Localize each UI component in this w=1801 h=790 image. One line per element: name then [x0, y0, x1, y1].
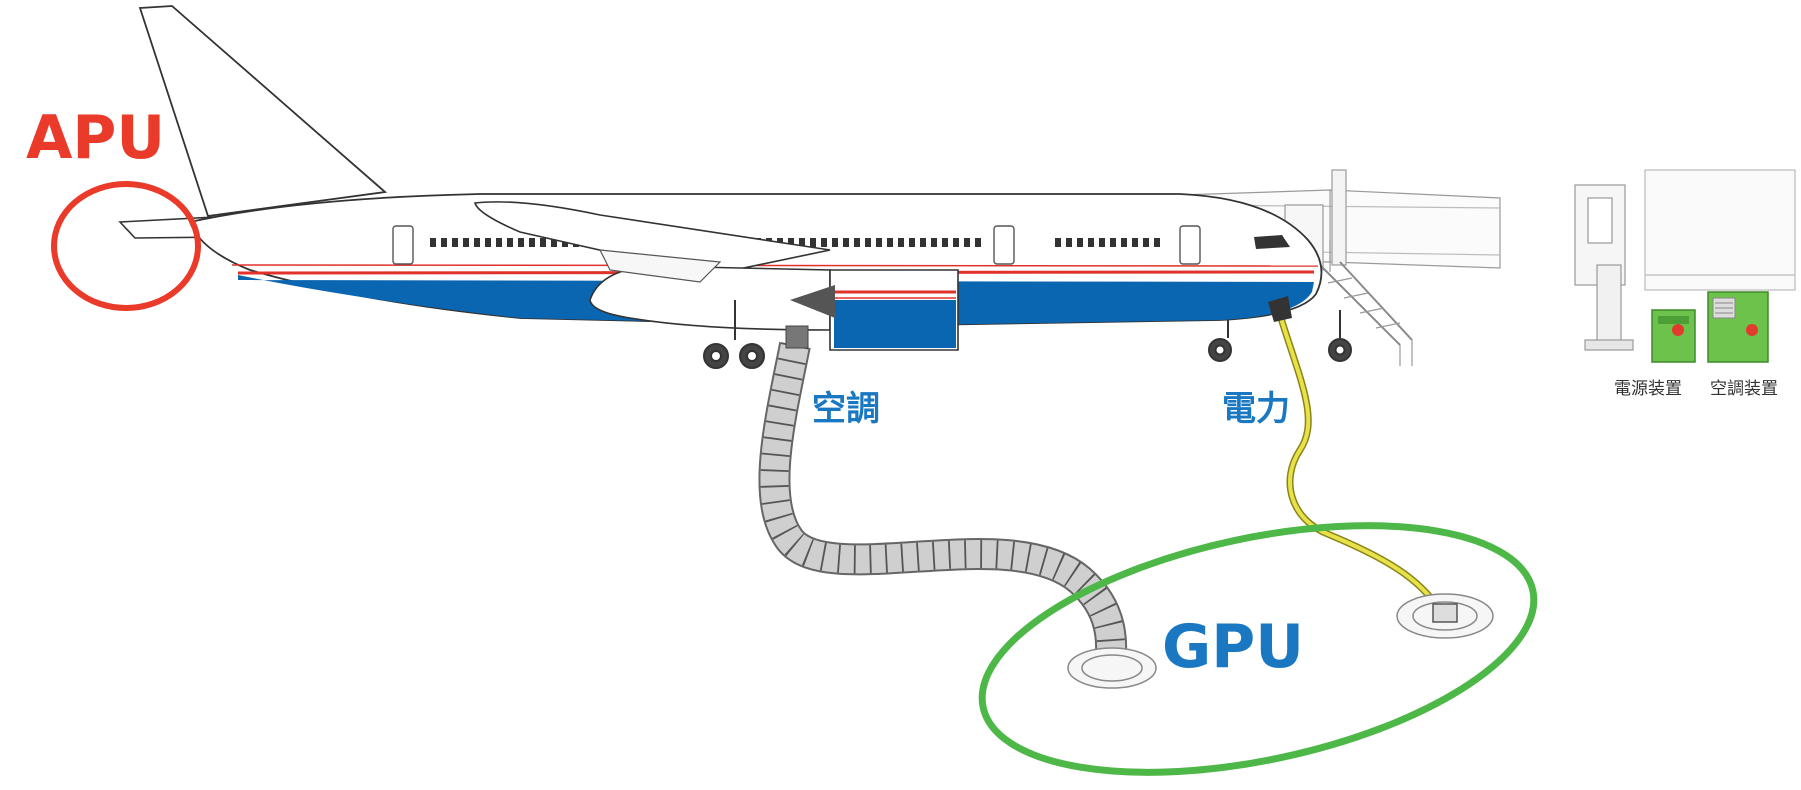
apu-highlight-circle: [51, 181, 201, 311]
power-cable-icon: [1268, 296, 1444, 614]
power-pit-icon: [1396, 593, 1494, 639]
air-hose-icon: [758, 325, 1128, 671]
apu-label: APU: [26, 103, 166, 173]
gpu-highlight-ellipse: [978, 522, 1538, 776]
aircon-unit-icon: [1707, 291, 1769, 363]
aircon-unit-label: 空調装置: [1710, 379, 1778, 399]
power-unit-label: 電源装置: [1614, 379, 1682, 399]
airplane-icon: [118, 5, 1352, 369]
aircon-label: 空調: [812, 389, 880, 429]
power-label: 電力: [1222, 389, 1290, 429]
ground-pit-icon: [1067, 647, 1157, 689]
gpu-label: GPU: [1162, 612, 1304, 682]
power-unit-icon: [1651, 309, 1696, 363]
